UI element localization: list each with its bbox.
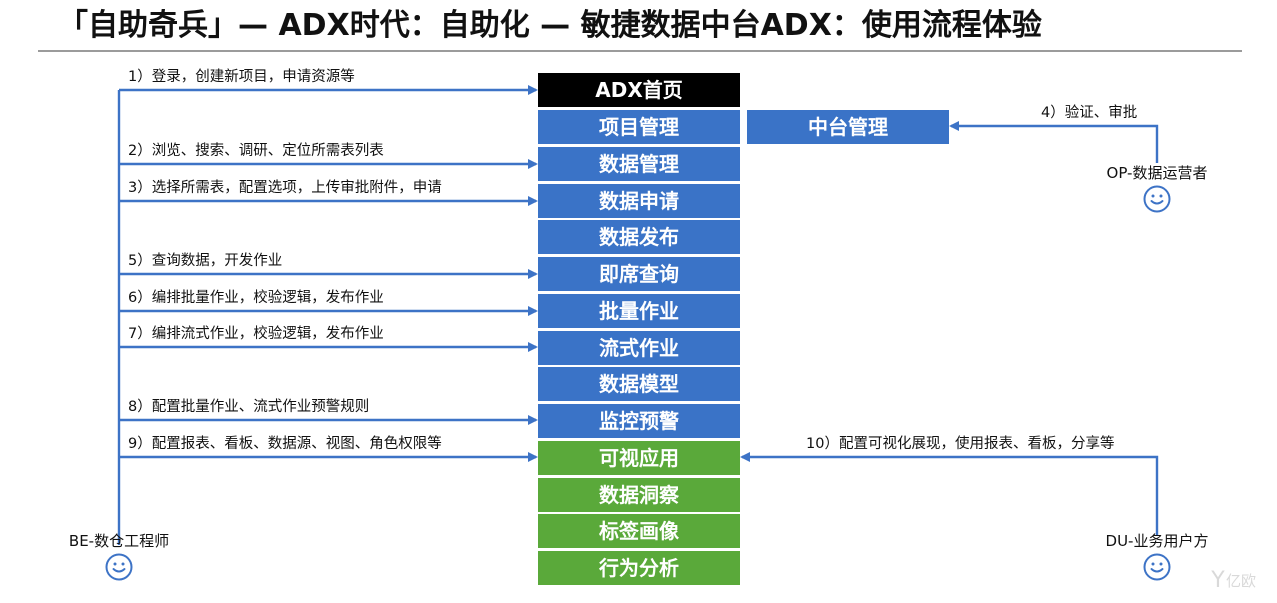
- step-1-label: 1）登录，创建新项目，申请资源等: [128, 69, 355, 85]
- actor-name: DU-业务用户方: [1105, 532, 1209, 550]
- module-behavior-analysis: 行为分析: [538, 551, 740, 585]
- title-divider: [38, 50, 1242, 52]
- module-batch-jobs: 批量作业: [538, 294, 740, 328]
- module-monitoring-alerts: 监控预警: [538, 404, 740, 438]
- step-4-arrow: [949, 121, 1159, 163]
- module-stream-jobs: 流式作业: [538, 331, 740, 365]
- module-platform-management: 中台管理: [747, 110, 949, 144]
- step-10-label: 10）配置可视化展现，使用报表、看板，分享等: [806, 436, 1115, 452]
- module-visual-applications: 可视应用: [538, 441, 740, 475]
- step-10-arrow: [740, 452, 1159, 535]
- module-data-management: 数据管理: [538, 147, 740, 181]
- step-3-label: 3）选择所需表，配置选项，上传审批附件，申请: [128, 180, 442, 196]
- module-tag-profile: 标签画像: [538, 514, 740, 548]
- module-data-application: 数据申请: [538, 184, 740, 218]
- step-8-label: 8）配置批量作业、流式作业预警规则: [128, 399, 370, 415]
- actor-data-operator: OP-数据运营者: [1091, 163, 1223, 213]
- page-title: 「自助奇兵」— ADX时代：自助化 — 敏捷数据中台ADX：使用流程体验: [58, 8, 1042, 43]
- module-ad-hoc-query: 即席查询: [538, 257, 740, 291]
- module-adx-home: ADX首页: [538, 73, 740, 107]
- step-6-label: 6）编排批量作业，校验逻辑，发布作业: [128, 290, 384, 306]
- actor-data-warehouse-engineer: BE-数仓工程师: [53, 531, 185, 581]
- step-7-label: 7）编排流式作业，校验逻辑，发布作业: [128, 326, 384, 342]
- smiley-face-icon: [105, 553, 133, 581]
- actor-name: OP-数据运营者: [1106, 164, 1208, 182]
- step-5-label: 5）查询数据，开发作业: [128, 253, 283, 269]
- module-project-management: 项目管理: [538, 110, 740, 144]
- watermark: Y亿欧: [1210, 568, 1270, 594]
- step-2-label: 2）浏览、搜索、调研、定位所需表列表: [128, 143, 384, 159]
- actor-name: BE-数仓工程师: [68, 532, 170, 550]
- smiley-face-icon: [1143, 553, 1171, 581]
- actor-business-user: DU-业务用户方: [1091, 531, 1223, 581]
- module-data-insights: 数据洞察: [538, 478, 740, 512]
- step-9-label: 9）配置报表、看板、数据源、视图、角色权限等: [128, 436, 442, 452]
- module-data-model: 数据模型: [538, 367, 740, 401]
- watermark-mark: Y: [1211, 568, 1225, 593]
- step-4-label: 4）验证、审批: [1041, 105, 1138, 121]
- smiley-face-icon: [1143, 185, 1171, 213]
- module-data-publishing: 数据发布: [538, 220, 740, 254]
- watermark-text: 亿欧: [1226, 572, 1257, 590]
